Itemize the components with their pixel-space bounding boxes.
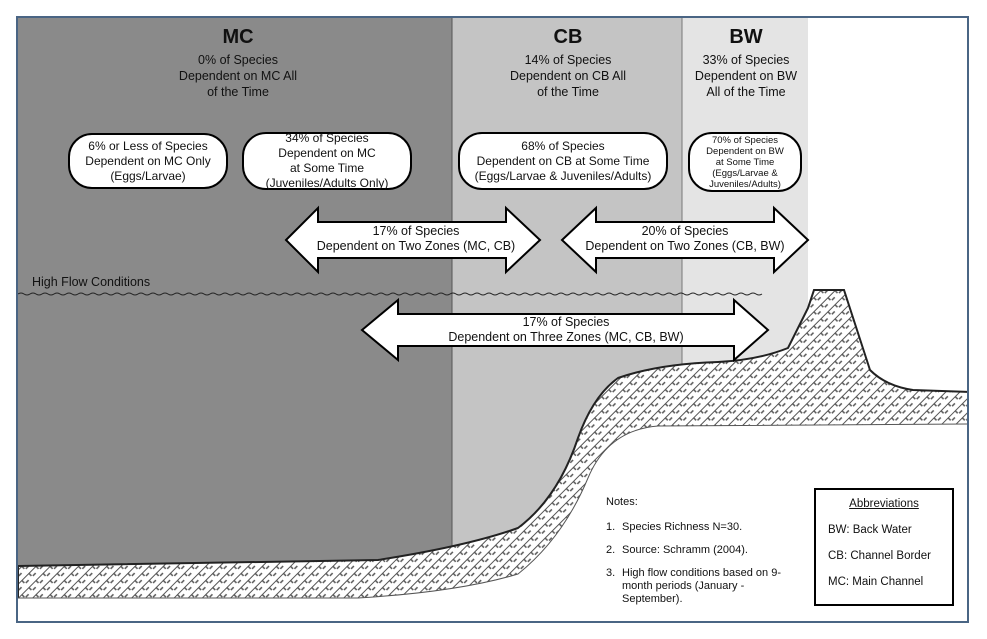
note-number: 2. — [606, 544, 616, 556]
zone-mc-description: 0% of Species Dependent on MC All of the… — [148, 52, 328, 100]
arrow-mc-cb-line1: 17% of Species — [372, 224, 460, 238]
river-cross-section — [18, 18, 967, 621]
note-text: Source: Schramm (2004). — [622, 544, 748, 556]
pill-cb-some-line2: Dependent on CB at Some Time — [476, 153, 650, 168]
pill-mc-some-line3: at Some Time — [289, 161, 365, 175]
arrow-three-line1: 17% of Species — [522, 315, 610, 329]
high-flow-line — [18, 292, 763, 296]
arrow-three-zones-label: 17% of Species Dependent on Three Zones … — [398, 315, 734, 345]
abbreviation-item: MC: Main Channel — [828, 576, 924, 588]
pill-bw-some-line1: 70% of Species — [711, 134, 778, 146]
arrow-two-zones-mc-cb — [284, 205, 542, 275]
arrow-three-zones — [360, 297, 770, 363]
zone-cb-description: 14% of Species Dependent on CB All of th… — [488, 52, 648, 100]
note-item: 1. Species Richness N=30. — [606, 521, 796, 534]
pill-bw-some-line2: Dependent on BW — [706, 145, 784, 157]
pill-mc-some-line2: Dependent on MC — [278, 146, 376, 160]
pill-mc-some-time: 34% of Species Dependent on MC at Some T… — [242, 131, 412, 190]
pill-bw-some-line4: (Eggs/Larvae & — [712, 167, 778, 179]
zone-bw-description: 33% of Species Dependent on BW All of th… — [686, 52, 806, 100]
note-item: 2. Source: Schramm (2004). — [606, 544, 796, 557]
pill-mc-some-line4: (Juveniles/Adults Only) — [265, 176, 389, 190]
note-text: High flow conditions based on 9-month pe… — [622, 567, 781, 605]
zone-bw-line1: 33% of Species — [702, 53, 790, 67]
pill-bw-some-line3: at Some Time — [715, 156, 775, 168]
arrow-two-zones-cb-bw — [560, 205, 810, 275]
arrow-three-line2: Dependent on Three Zones (MC, CB, BW) — [448, 330, 684, 344]
abbreviations-box: Abbreviations BW: Back Water CB: Channel… — [814, 488, 954, 606]
notes-title: Notes: — [606, 496, 638, 508]
notes-block: Notes: 1. Species Richness N=30. 2. Sour… — [606, 496, 796, 616]
pill-mc-only-line1: 6% or Less of Species — [88, 138, 208, 153]
zone-bw-title: BW — [729, 26, 763, 48]
zone-mc-title: MC — [222, 26, 254, 48]
arrow-cb-bw-line2: Dependent on Two Zones (CB, BW) — [585, 239, 785, 253]
zone-mc-line1: 0% of Species — [198, 53, 278, 67]
zone-mc-line3: of the Time — [207, 85, 269, 99]
note-text: Species Richness N=30. — [622, 521, 743, 533]
zone-cb-line1: 14% of Species — [524, 53, 612, 67]
arrow-cb-bw-label: 20% of Species Dependent on Two Zones (C… — [578, 224, 792, 254]
diagram-frame: MC 0% of Species Dependent on MC All of … — [16, 16, 969, 623]
pill-cb-some-line3: (Eggs/Larvae & Juveniles/Adults) — [474, 168, 652, 183]
zone-cb-title: CB — [553, 26, 583, 48]
abbreviations-title: Abbreviations — [849, 498, 919, 510]
pill-bw-some-time: 70% of Species Dependent on BW at Some T… — [688, 132, 802, 192]
zone-bw-line2: Dependent on BW — [694, 69, 798, 83]
arrow-mc-cb-line2: Dependent on Two Zones (MC, CB) — [316, 239, 516, 253]
pill-mc-only-line2: Dependent on MC Only — [85, 153, 211, 168]
arrow-mc-cb-label: 17% of Species Dependent on Two Zones (M… — [308, 224, 524, 254]
note-item: 3. High flow conditions based on 9-month… — [606, 567, 796, 606]
arrow-cb-bw-line1: 20% of Species — [641, 224, 729, 238]
abbreviation-item: CB: Channel Border — [828, 550, 931, 562]
pill-cb-some-line1: 68% of Species — [521, 138, 605, 153]
pill-cb-some-time: 68% of Species Dependent on CB at Some T… — [458, 132, 668, 190]
zone-cb-line3: of the Time — [537, 85, 599, 99]
high-flow-label: High Flow Conditions — [32, 275, 151, 289]
abbreviation-item: BW: Back Water — [828, 524, 912, 536]
pill-mc-only: 6% or Less of Species Dependent on MC On… — [68, 133, 228, 189]
pill-mc-only-line3: (Eggs/Larvae) — [110, 168, 186, 183]
note-number: 1. — [606, 521, 616, 533]
note-number: 3. — [606, 567, 616, 579]
pill-bw-some-line5: Juveniles/Adults) — [709, 178, 781, 190]
zone-bw-line3: All of the Time — [706, 85, 786, 99]
pill-mc-some-line1: 34% of Species — [285, 131, 369, 145]
zone-cb-line2: Dependent on CB All — [509, 69, 627, 83]
zone-mc-line2: Dependent on MC All — [178, 69, 298, 83]
